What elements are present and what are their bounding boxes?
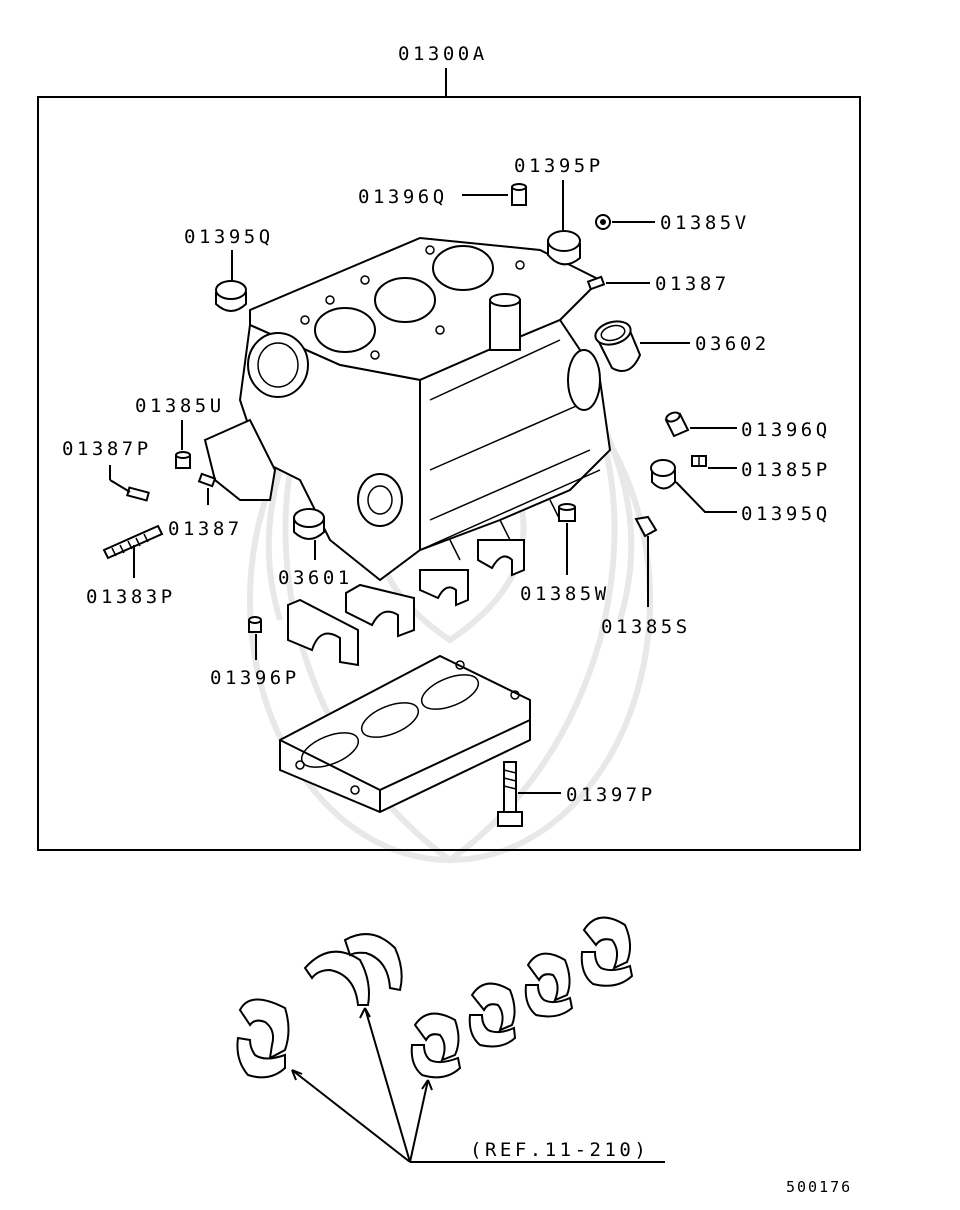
part-03602-oil-seal[interactable] xyxy=(593,318,642,372)
label-03601[interactable]: 03601 xyxy=(278,567,353,589)
part-01387-left-pin[interactable] xyxy=(197,472,217,488)
assembly-label[interactable]: 01300A xyxy=(398,43,488,65)
label-01385P[interactable]: 01385P xyxy=(741,459,831,481)
part-01385V-plug[interactable] xyxy=(595,214,611,230)
label-01396Q-right[interactable]: 01396Q xyxy=(741,419,831,441)
part-01387-right-pin[interactable] xyxy=(586,275,606,291)
reference-label[interactable]: (REF.11-210) xyxy=(470,1139,649,1161)
label-01395P-top[interactable]: 01395P xyxy=(514,155,604,177)
main-bearing-caps[interactable] xyxy=(287,539,525,667)
part-01383P-stud[interactable] xyxy=(102,524,164,560)
bearing-bed-plate[interactable] xyxy=(279,654,531,814)
assembly-frame xyxy=(37,96,861,851)
label-03602[interactable]: 03602 xyxy=(695,333,770,355)
label-01396Q-top[interactable]: 01396Q xyxy=(358,186,448,208)
part-01396P-dowel[interactable] xyxy=(248,616,262,633)
part-01396Q-right-dowel[interactable] xyxy=(664,411,690,438)
part-03601-bushing[interactable] xyxy=(293,508,325,540)
part-01385S-plug[interactable] xyxy=(634,515,658,538)
label-01387-right[interactable]: 01387 xyxy=(655,273,730,295)
part-01397P-bolt[interactable] xyxy=(497,761,523,827)
label-01387P[interactable]: 01387P xyxy=(62,438,152,460)
reference-leader-arrows xyxy=(291,1007,665,1163)
part-01395Q-right-cap[interactable] xyxy=(650,459,676,490)
part-01395P-top-cap[interactable] xyxy=(547,230,581,266)
label-01395Q-left[interactable]: 01395Q xyxy=(184,226,274,248)
cylinder-block[interactable] xyxy=(203,236,612,582)
figure-number: 500176 xyxy=(786,1178,852,1196)
label-01396P[interactable]: 01396P xyxy=(210,667,300,689)
label-01385W[interactable]: 01385W xyxy=(520,583,610,605)
label-01387-left[interactable]: 01387 xyxy=(168,518,243,540)
bearing-shells-group[interactable] xyxy=(236,916,634,1079)
label-01385V[interactable]: 01385V xyxy=(660,212,750,234)
label-01385U[interactable]: 01385U xyxy=(135,395,225,417)
part-01385P-plug[interactable] xyxy=(691,455,707,467)
part-01387P-pin[interactable] xyxy=(126,486,150,502)
label-01385S[interactable]: 01385S xyxy=(601,616,691,638)
label-01395Q-right[interactable]: 01395Q xyxy=(741,503,831,525)
part-01395Q-left-cap[interactable] xyxy=(215,280,247,312)
part-01385U-plug[interactable] xyxy=(175,451,191,469)
part-01396Q-top-dowel[interactable] xyxy=(511,183,527,206)
label-01383P[interactable]: 01383P xyxy=(86,586,176,608)
label-01397P[interactable]: 01397P xyxy=(566,784,656,806)
part-01385W-plug[interactable] xyxy=(558,503,576,522)
